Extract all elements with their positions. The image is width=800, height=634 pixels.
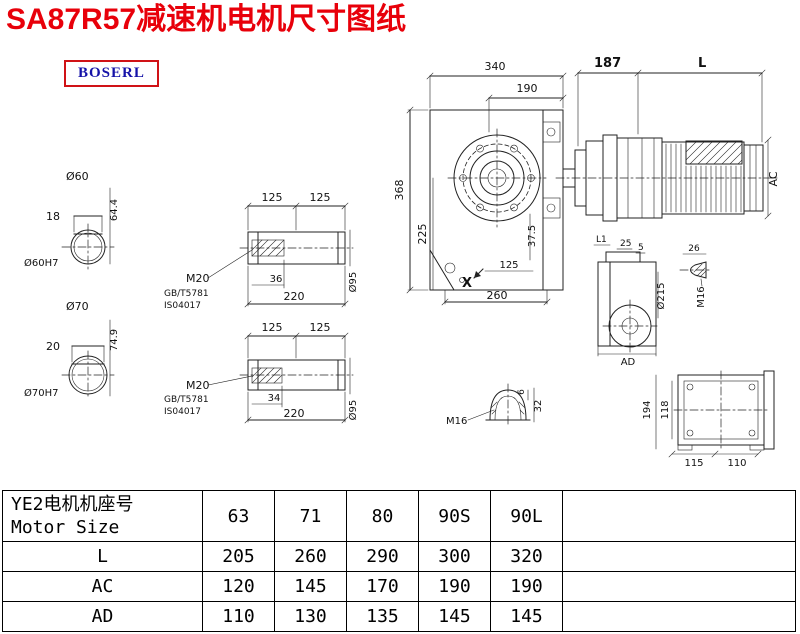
dim-bore60-diameter: Ø60 <box>66 170 89 183</box>
dim-shaftbot-dia95: Ø95 <box>347 400 359 421</box>
dim-main-190: 190 <box>517 82 538 95</box>
dim-main-225: 225 <box>416 224 429 245</box>
label-main-x: X <box>462 276 472 291</box>
dim-bore70-keyway: 20 <box>46 340 60 353</box>
dim-rear-194: 194 <box>642 400 653 419</box>
size-90L: 90L <box>490 490 563 542</box>
dim-side-L1: L1 <box>596 235 607 245</box>
value-L-71: 260 <box>274 541 347 572</box>
table-row-AD: AD 110 130 135 145 145 <box>2 601 796 632</box>
dim-shaftbot-std2: IS04017 <box>164 407 201 417</box>
dim-shaftbot-thread: M20 <box>186 379 210 392</box>
value-AD-71: 130 <box>274 601 347 632</box>
value-AC-90L: 190 <box>490 571 563 602</box>
drawing-motor-side: 187 L <box>555 56 780 222</box>
size-90S: 90S <box>418 490 491 542</box>
size-71: 71 <box>274 490 347 542</box>
dim-side-dia215: Ø215 <box>655 283 667 310</box>
dim-dome-6: 6 <box>517 389 527 395</box>
dim-shaftbot-125a: 125 <box>262 321 283 334</box>
empty-cell <box>562 541 796 572</box>
dim-bore70-diameter: Ø70 <box>66 300 89 313</box>
dim-bore60-keyway: 18 <box>46 210 60 223</box>
value-L-63: 205 <box>202 541 275 572</box>
dim-plug-26: 26 <box>688 244 700 254</box>
empty-cell <box>562 571 796 602</box>
table-row-AC: AC 120 145 170 190 190 <box>2 571 796 602</box>
dim-shafttop-std1: GB/T5781 <box>164 289 209 299</box>
value-AC-80: 170 <box>346 571 419 602</box>
dim-main-368: 368 <box>393 180 406 201</box>
page-title: SA87R57减速机电机尺寸图纸 <box>6 3 407 36</box>
dim-side-AD: AD <box>621 357 636 368</box>
drawing-dome-detail: 6 32 M16 <box>446 383 544 427</box>
drawing-bore-60: Ø60 18 64.4 Ø60H7 <box>24 170 120 271</box>
dim-main-125: 125 <box>499 260 518 271</box>
boserl-logo: BOSERL <box>64 60 159 87</box>
dim-rear-110: 110 <box>727 458 746 469</box>
motor-size-header-cn: YE2电机机座号 <box>11 493 134 515</box>
dim-plug-M16: M16 <box>696 286 707 307</box>
dim-side-25: 25 <box>620 239 631 249</box>
motor-size-header: YE2电机机座号 Motor Size <box>2 490 203 542</box>
empty-cell <box>562 601 796 632</box>
size-63: 63 <box>202 490 275 542</box>
drawing-hollow-shaft-top: 125 125 M20 GB/T5781 IS04017 36 <box>164 191 359 311</box>
table-row-header: YE2电机机座号 Motor Size 63 71 80 90S 90L <box>2 490 796 542</box>
dim-main-340: 340 <box>485 60 506 73</box>
drawing-plug-detail: 26 M16 <box>679 244 713 308</box>
value-AC-63: 120 <box>202 571 275 602</box>
value-L-80: 290 <box>346 541 419 572</box>
dim-motor-AC: AC <box>767 171 780 186</box>
row-label-AC: AC <box>2 571 203 602</box>
dim-dome-32: 32 <box>533 400 544 413</box>
row-label-L: L <box>2 541 203 572</box>
row-label-AD: AD <box>2 601 203 632</box>
dim-shafttop-std2: IS04017 <box>164 301 201 311</box>
dim-shaftbot-125b: 125 <box>310 321 331 334</box>
dim-bore60-fit: Ø60H7 <box>24 257 58 269</box>
dim-motor-L: L <box>698 56 706 71</box>
drawing-side-view: L1 25 5 Ø215 AD <box>593 235 667 368</box>
dim-rear-115: 115 <box>684 458 703 469</box>
value-AC-90S: 190 <box>418 571 491 602</box>
dim-bore60-height: 64.4 <box>109 199 120 221</box>
value-AD-80: 135 <box>346 601 419 632</box>
motor-size-header-en: Motor Size <box>11 517 120 538</box>
technical-drawing: Ø60 18 64.4 Ø60H7 Ø70 20 74.9 <box>24 56 780 469</box>
dim-bore70-fit: Ø70H7 <box>24 387 58 399</box>
dim-shaftbot-depth: 34 <box>268 393 281 404</box>
drawing-bore-70: Ø70 20 74.9 Ø70H7 <box>24 300 120 400</box>
value-L-90L: 320 <box>490 541 563 572</box>
dim-shafttop-125b: 125 <box>310 191 331 204</box>
dim-shafttop-length: 220 <box>284 290 305 303</box>
drawing-rear-view: 194 118 115 110 <box>642 370 775 469</box>
dim-motor-187: 187 <box>594 56 621 71</box>
table-row-L: L 205 260 290 300 320 <box>2 541 796 572</box>
dim-shafttop-thread: M20 <box>186 272 210 285</box>
dim-shafttop-dia95: Ø95 <box>347 272 359 293</box>
value-L-90S: 300 <box>418 541 491 572</box>
drawing-hollow-shaft-bottom: 125 125 M20 GB/T5781 IS04017 34 <box>164 321 359 424</box>
dim-shafttop-125a: 125 <box>262 191 283 204</box>
dim-rear-118: 118 <box>660 400 671 419</box>
empty-cell <box>562 490 796 542</box>
value-AC-71: 145 <box>274 571 347 602</box>
drawing-main-view: 340 190 <box>393 60 567 306</box>
dim-shafttop-depth: 36 <box>270 274 283 285</box>
dim-shaftbot-length: 220 <box>284 407 305 420</box>
dim-main-37-5: 37.5 <box>527 225 538 247</box>
value-AD-63: 110 <box>202 601 275 632</box>
dimension-table: YE2电机机座号 Motor Size 63 71 80 90S 90L L 2… <box>2 490 796 632</box>
dim-bore70-height: 74.9 <box>109 329 120 351</box>
dim-main-260: 260 <box>487 289 508 302</box>
dim-dome-M16: M16 <box>446 416 467 427</box>
size-80: 80 <box>346 490 419 542</box>
dim-side-5: 5 <box>638 243 644 253</box>
value-AD-90L: 145 <box>490 601 563 632</box>
value-AD-90S: 145 <box>418 601 491 632</box>
dim-shaftbot-std1: GB/T5781 <box>164 395 209 405</box>
